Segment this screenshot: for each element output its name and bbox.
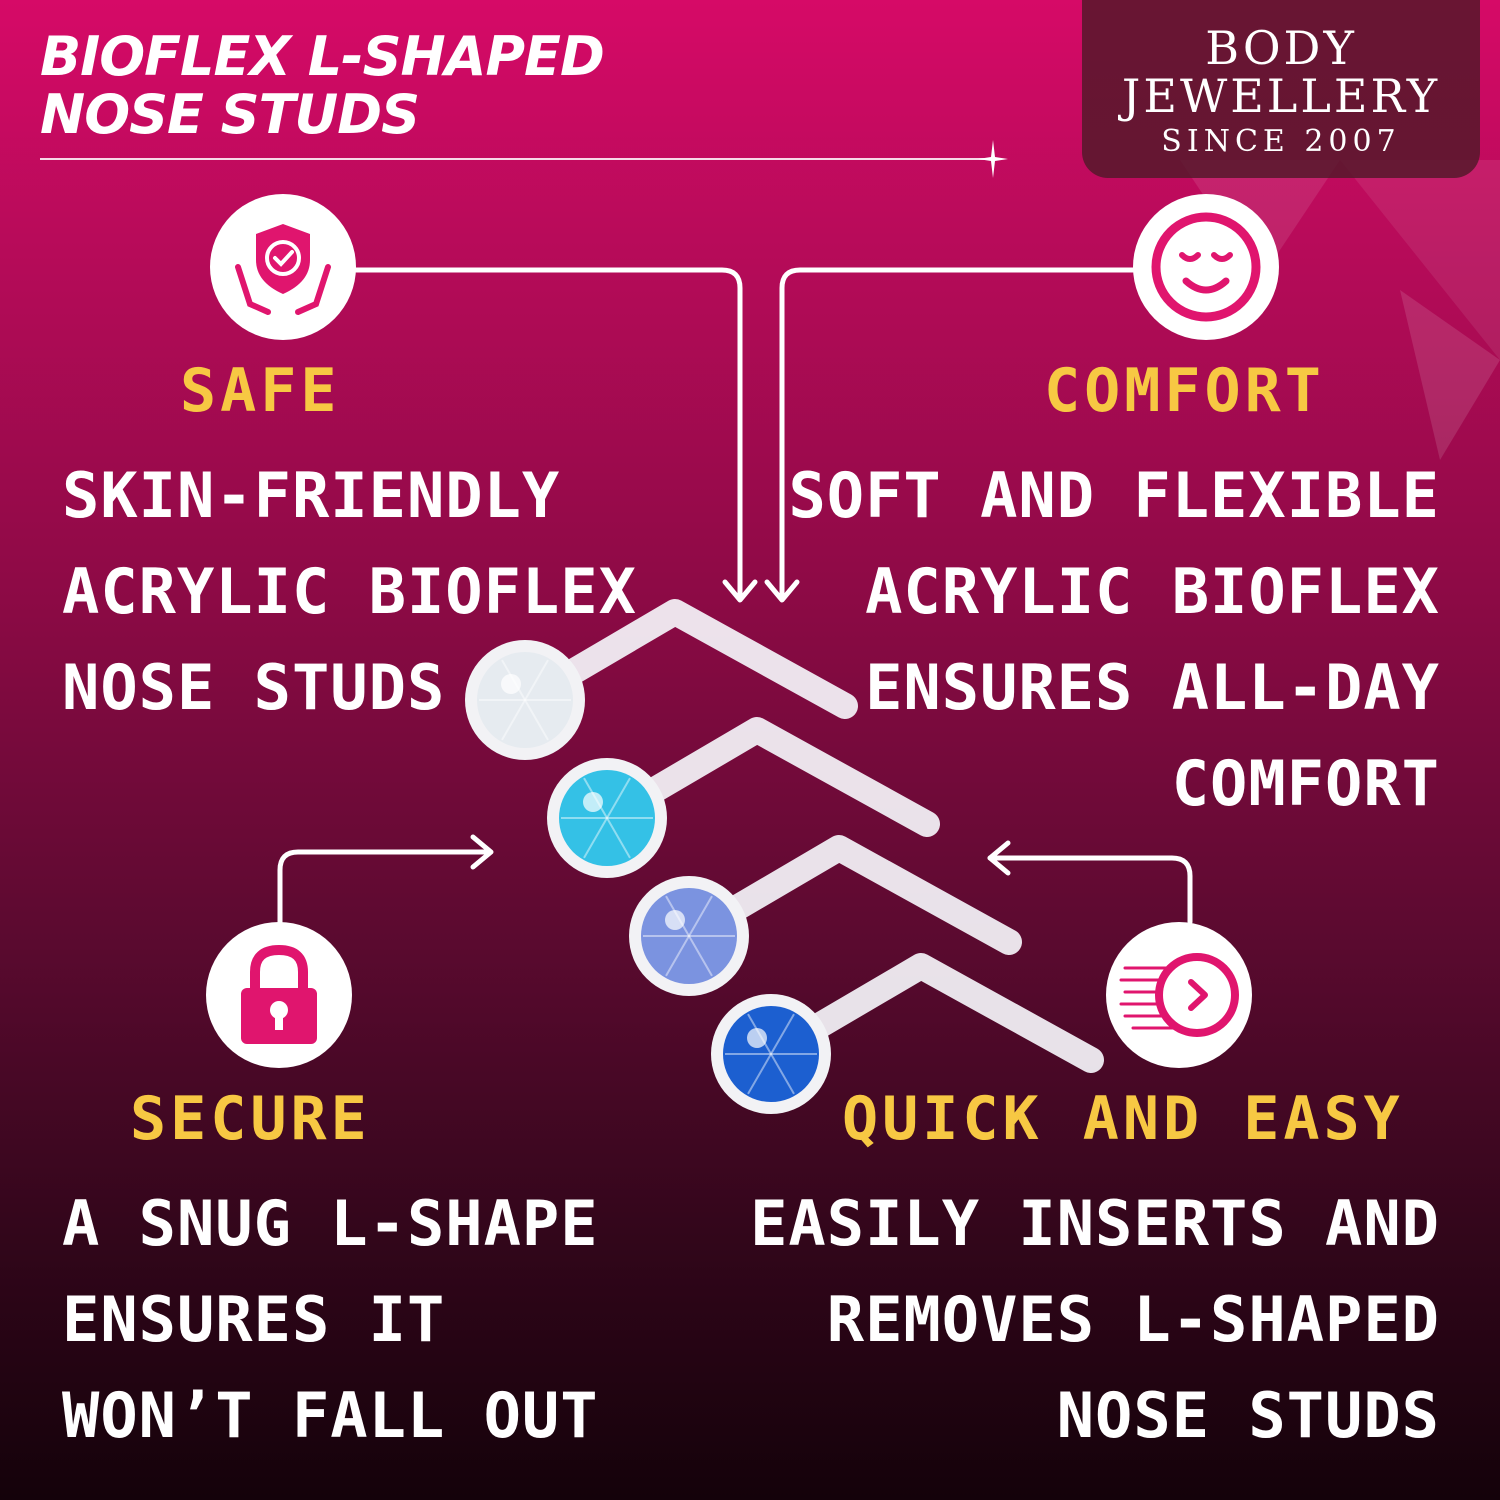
nose-stud: [711, 953, 1104, 1114]
feature-text-quick: Easily Inserts And Removes L-shaped Nose…: [750, 1176, 1440, 1464]
padlock-icon: [206, 922, 352, 1068]
feature-text-safe: Skin-friendly Acrylic Bioflex Nose Studs: [62, 448, 637, 736]
brand-name-line1: BODY: [1205, 21, 1357, 75]
gem: [559, 770, 655, 866]
feature-line: Easily Inserts And: [750, 1187, 1440, 1260]
feature-line: Nose Studs: [62, 651, 446, 724]
feature-line: Removes L-shaped: [826, 1283, 1440, 1356]
feature-line: Soft and flexible: [788, 459, 1440, 532]
feature-line: Nose Studs: [1056, 1379, 1440, 1452]
feature-text-comfort: Soft and flexible Acrylic bioflex ensure…: [788, 448, 1440, 832]
smiley-face-icon: [1133, 194, 1279, 340]
feature-line: Won’t Fall Out: [62, 1379, 599, 1452]
title-line-1: BIOFLEX L-SHAPED: [40, 25, 605, 88]
title-underline: [40, 158, 990, 160]
page-title: BIOFLEX L-SHAPED NOSE STUDS: [40, 25, 605, 146]
feature-line: Acrylic bioflex: [865, 555, 1440, 628]
gem: [477, 652, 573, 748]
feature-heading-quick: QUICK AND EASY: [842, 1084, 1404, 1154]
brand-name-line2: JEWELLERY: [1121, 69, 1441, 123]
feature-heading-secure: SECURE: [130, 1084, 371, 1154]
nose-stud: [629, 835, 1022, 996]
nose-studs-product-image: [465, 599, 1104, 1114]
shield-check-hands-icon: [210, 194, 356, 340]
brand-logo: BODY JEWELLERY SINCE 2007: [1082, 0, 1480, 178]
feature-line: ensures all-day: [865, 651, 1440, 724]
gem: [641, 888, 737, 984]
feature-line: Skin-friendly: [62, 459, 561, 532]
sparkle-icon: [978, 140, 1008, 178]
title-line-2: NOSE STUDS: [40, 83, 420, 146]
feature-heading-comfort: COMFORT: [1044, 356, 1325, 426]
nose-stud: [547, 717, 940, 878]
brand-since: SINCE 2007: [1161, 124, 1401, 159]
fast-clock-icon: [1106, 922, 1252, 1068]
feature-heading-safe: SAFE: [180, 356, 341, 426]
feature-line: Acrylic Bioflex: [62, 555, 637, 628]
nose-stud: [465, 599, 858, 760]
feature-text-secure: A Snug L-shape Ensures It Won’t Fall Out: [62, 1176, 599, 1464]
gem: [723, 1006, 819, 1102]
feature-line: Ensures It: [62, 1283, 446, 1356]
feature-line: comfort: [1171, 747, 1440, 820]
feature-line: A Snug L-shape: [62, 1187, 599, 1260]
